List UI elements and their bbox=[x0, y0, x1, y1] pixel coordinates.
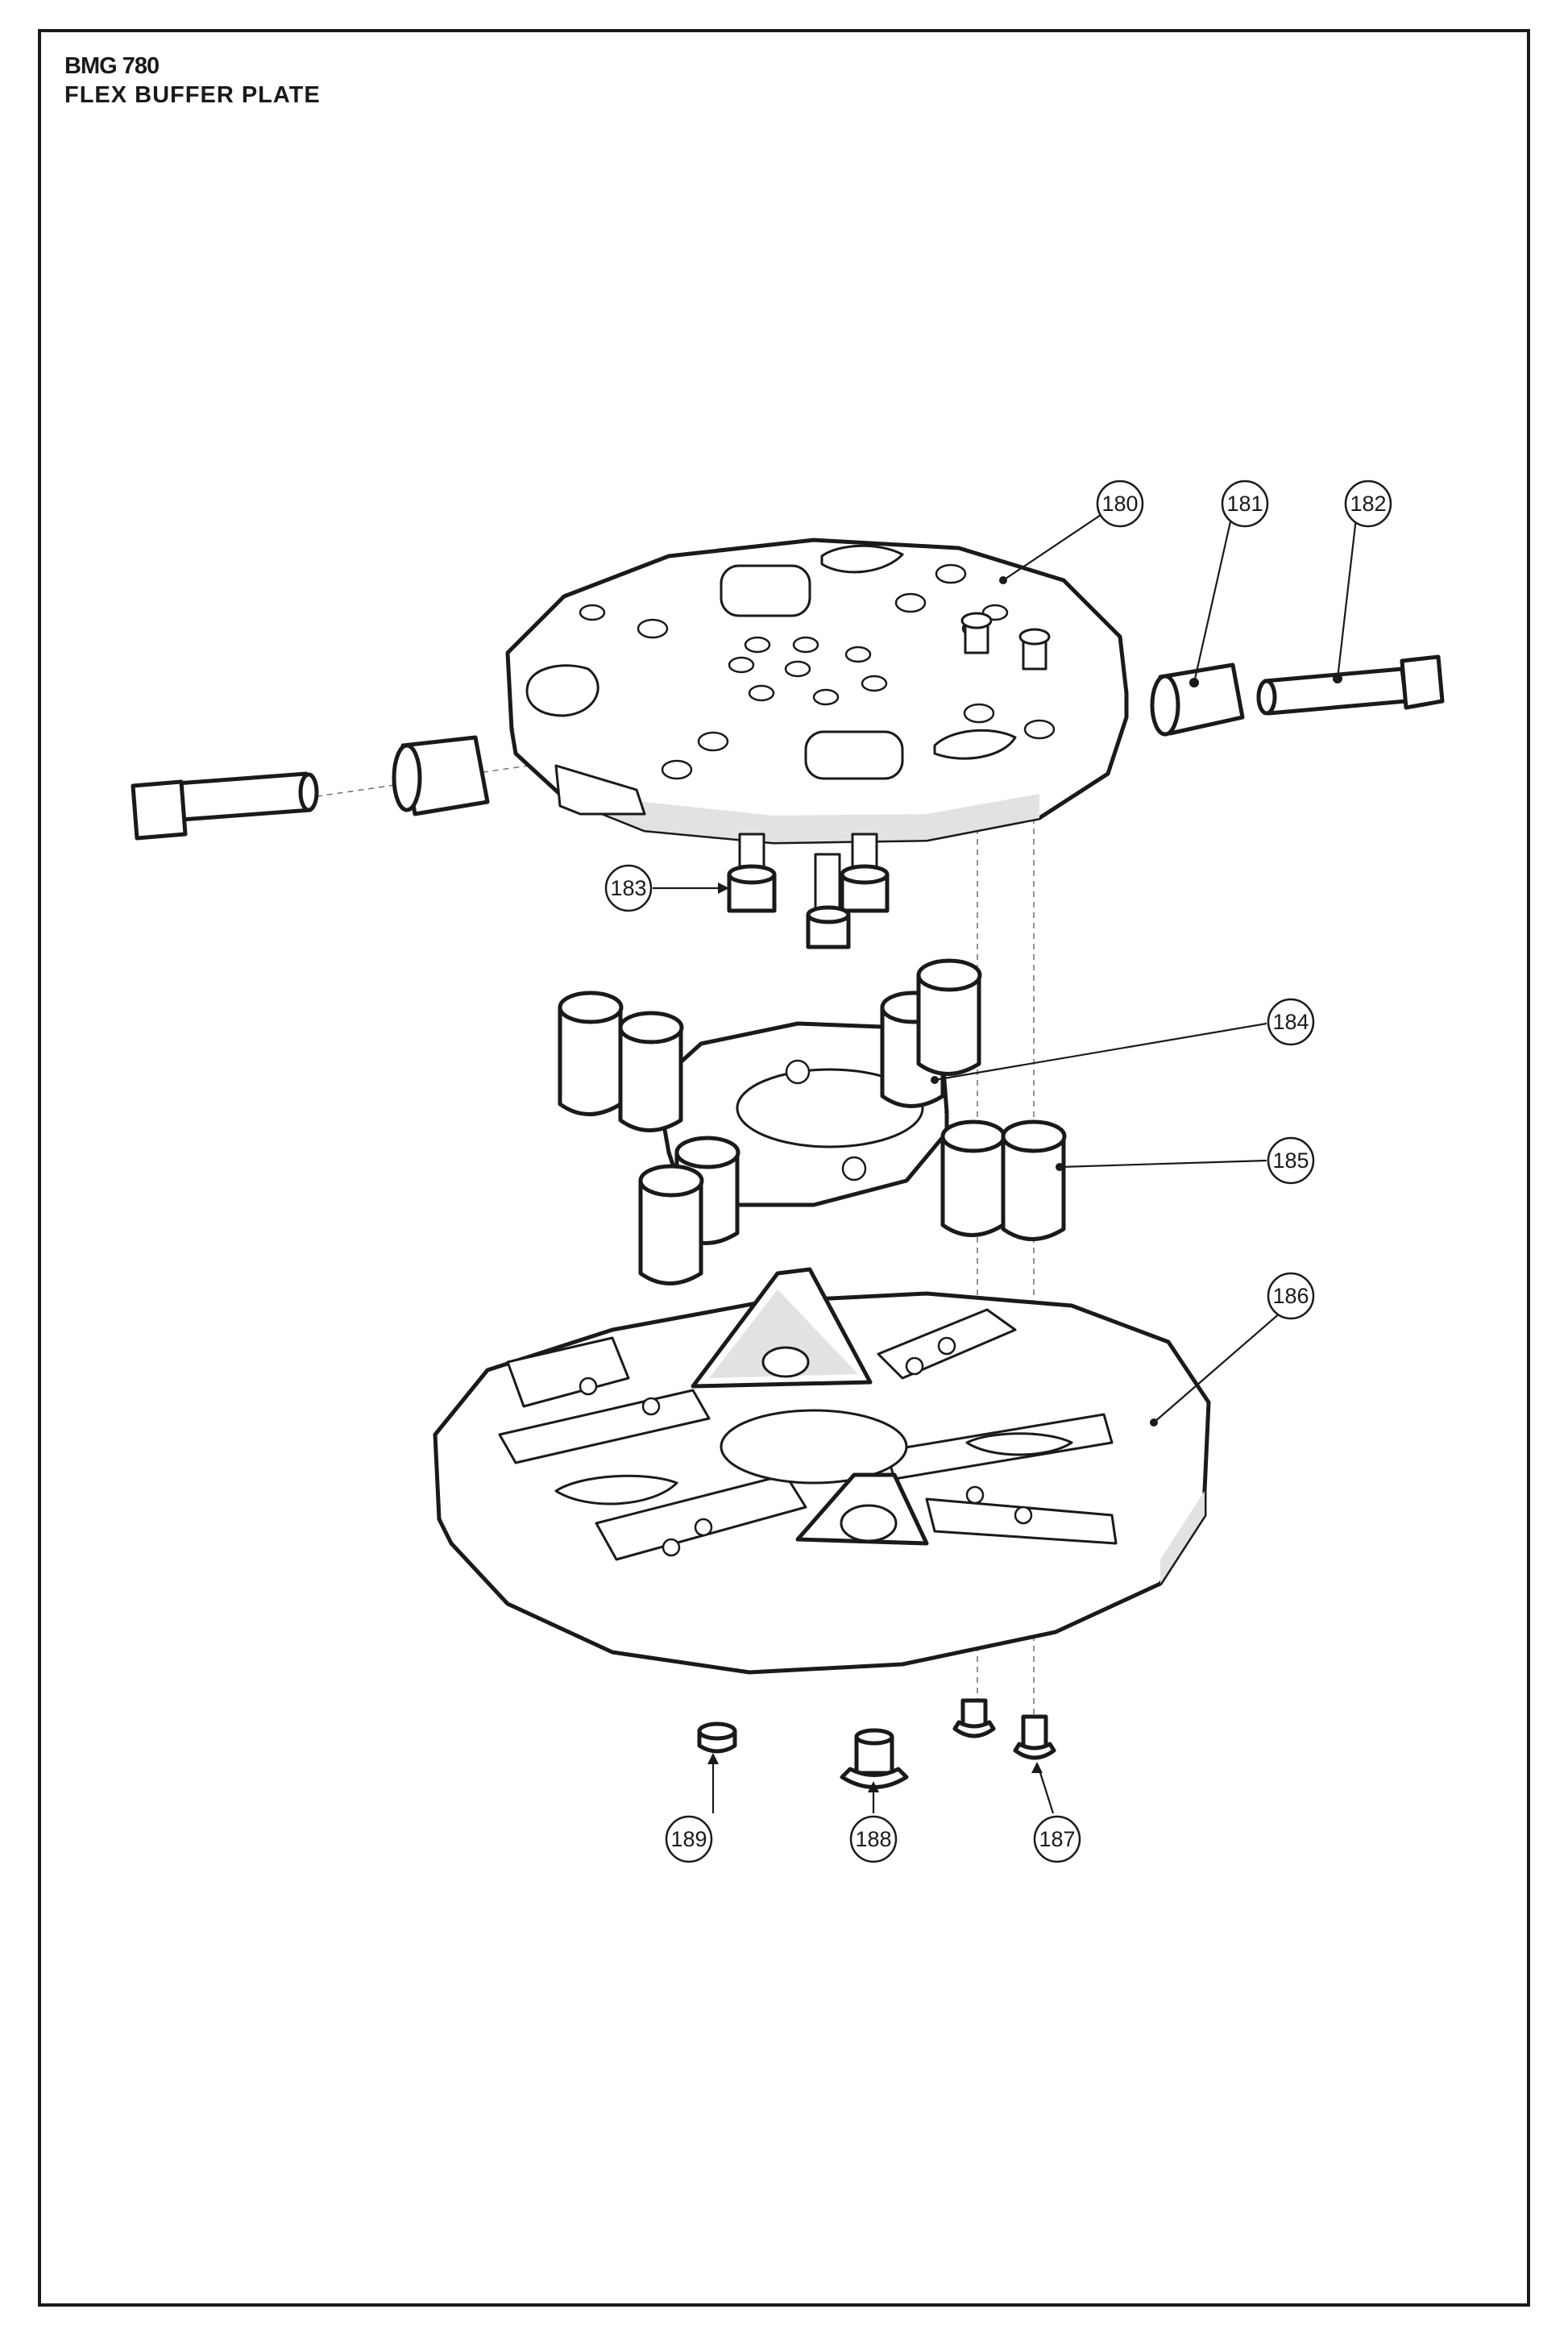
leader-lines bbox=[653, 509, 1358, 1814]
callout-182: 182 bbox=[1344, 480, 1392, 528]
callout-188: 188 bbox=[849, 1815, 898, 1863]
callout-label: 181 bbox=[1226, 492, 1263, 516]
title-block: BMG 780 FLEX BUFFER PLATE bbox=[64, 52, 321, 110]
callout-label: 180 bbox=[1101, 492, 1138, 516]
callout-181: 181 bbox=[1221, 480, 1269, 528]
cap-screws-183 bbox=[727, 833, 890, 949]
callout-label: 185 bbox=[1272, 1148, 1309, 1173]
bushing-181 bbox=[1150, 662, 1245, 737]
callout-label: 186 bbox=[1272, 1284, 1309, 1308]
bottom-fasteners bbox=[697, 1698, 1056, 1789]
callout-183: 183 bbox=[604, 864, 653, 912]
callout-187: 187 bbox=[1033, 1815, 1081, 1863]
assembly-name: FLEX BUFFER PLATE bbox=[64, 82, 321, 108]
callout-label: 187 bbox=[1039, 1827, 1075, 1851]
left-bolt-and-bushing bbox=[131, 735, 490, 841]
model-number: BMG 780 bbox=[64, 53, 160, 79]
callout-189: 189 bbox=[665, 1815, 713, 1863]
callout-label: 184 bbox=[1272, 1010, 1309, 1034]
callout-label: 183 bbox=[610, 876, 646, 900]
plate-screws bbox=[960, 612, 1051, 671]
callout-185: 185 bbox=[1267, 1136, 1315, 1185]
bolt-182 bbox=[1256, 654, 1445, 716]
base-plate-186 bbox=[433, 1267, 1211, 1675]
callout-label: 188 bbox=[855, 1827, 891, 1851]
callout-184: 184 bbox=[1267, 998, 1315, 1046]
top-plate-180 bbox=[505, 538, 1129, 845]
callout-label: 182 bbox=[1350, 492, 1386, 516]
callout-186: 186 bbox=[1267, 1272, 1315, 1320]
rubber-buffers-185 bbox=[558, 958, 1067, 1285]
callout-180: 180 bbox=[1096, 480, 1144, 528]
callout-label: 189 bbox=[670, 1827, 707, 1851]
